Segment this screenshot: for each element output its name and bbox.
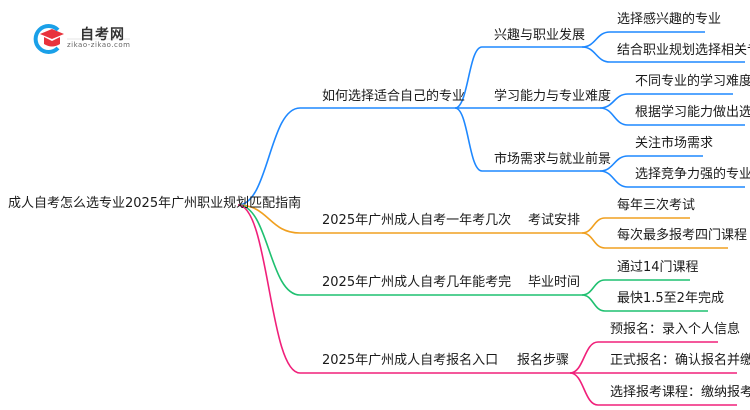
connector <box>237 107 455 206</box>
leaf[interactable]: 每年三次考试 <box>617 198 696 213</box>
connector <box>581 46 745 63</box>
connector <box>581 232 728 249</box>
connector <box>599 155 703 172</box>
branch-exam-times[interactable]: 2025年广州成人自考一年考几次 <box>322 213 512 228</box>
connector <box>599 107 745 126</box>
connector <box>569 372 737 406</box>
node-exam-schedule[interactable]: 考试安排 <box>528 213 581 228</box>
connector <box>454 46 582 109</box>
leaf[interactable]: 正式报名：确认报名并缴费 <box>610 353 750 368</box>
connector <box>237 204 465 296</box>
node-registration-steps[interactable]: 报名步骤 <box>517 353 570 368</box>
connector <box>454 107 600 172</box>
leaf[interactable]: 根据学习能力做出选择 <box>635 105 750 120</box>
branch-choose-major[interactable]: 如何选择适合自己的专业 <box>322 89 466 104</box>
leaf[interactable]: 选择竞争力强的专业 <box>635 167 750 182</box>
connector <box>599 93 733 109</box>
connector <box>569 341 718 374</box>
leaf[interactable]: 关注市场需求 <box>635 136 714 151</box>
connector <box>581 217 690 234</box>
leaf[interactable]: 结合职业规划选择相关专业 <box>617 43 750 58</box>
connector <box>581 31 705 48</box>
node-ability[interactable]: 学习能力与专业难度 <box>494 89 612 104</box>
logo-icon <box>33 24 130 54</box>
leaf[interactable]: 不同专业的学习难度 <box>635 74 750 89</box>
connector <box>581 279 690 296</box>
root-node[interactable]: 成人自考怎么选专业2025年广州职业规划匹配指南 <box>8 196 302 211</box>
branch-duration[interactable]: 2025年广州成人自考几年能考完 <box>322 275 512 290</box>
connector <box>237 204 460 374</box>
branch-registration[interactable]: 2025年广州成人自考报名入口 <box>322 353 499 368</box>
leaf[interactable]: 选择感兴趣的专业 <box>617 12 722 27</box>
connector <box>599 170 745 188</box>
leaf[interactable]: 最快1.5至2年完成 <box>617 291 724 306</box>
leaf[interactable]: 选择报考课程：缴纳报考费用 <box>610 385 750 400</box>
logo-url: zikao-zikao.com <box>67 41 131 49</box>
logo-title: 自考网 <box>80 27 125 43</box>
leaf[interactable]: 通过14门课程 <box>617 260 699 275</box>
leaf[interactable]: 每次最多报考四门课程 <box>617 228 748 243</box>
node-interest[interactable]: 兴趣与职业发展 <box>494 28 586 43</box>
node-graduation-time[interactable]: 毕业时间 <box>528 275 581 290</box>
leaf[interactable]: 预报名：录入个人信息 <box>610 322 741 337</box>
node-market[interactable]: 市场需求与就业前景 <box>494 152 612 167</box>
connector <box>237 204 465 234</box>
connector <box>581 294 708 312</box>
